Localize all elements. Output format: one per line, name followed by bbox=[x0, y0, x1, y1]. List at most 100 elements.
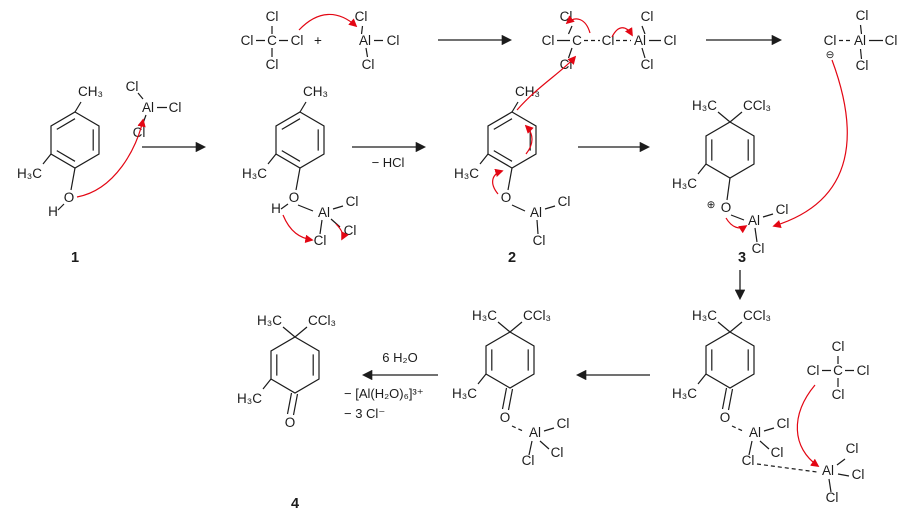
atom-label-cl: Cl bbox=[777, 416, 790, 431]
molecule-phenol-alcl3-adduct: CH₃ H₃C H O Al Cl Cl Cl bbox=[242, 84, 358, 248]
atom-label-al: Al bbox=[142, 100, 154, 115]
group-label-h3c: H₃C bbox=[237, 391, 262, 406]
bridging-interaction bbox=[756, 463, 818, 473]
atom-label-o: O bbox=[64, 190, 75, 205]
group-label-ch3: CH₃ bbox=[515, 84, 540, 99]
atom-label-cl: Cl bbox=[832, 387, 845, 402]
atom-label-cl: Cl bbox=[826, 490, 839, 505]
atom-label-al: Al bbox=[748, 213, 760, 228]
group-label-h3c: H₃C bbox=[692, 308, 717, 323]
atom-label-cl: Cl bbox=[832, 339, 845, 354]
dative-bond-o-al bbox=[511, 425, 524, 432]
atom-label-o: O bbox=[720, 410, 731, 425]
atom-label-cl: Cl bbox=[557, 416, 570, 431]
molecule-ccl3-cl-alcl3-complex: Cl Cl C Cl Cl Al Cl Cl Cl bbox=[542, 9, 677, 72]
atom-label-cl: Cl bbox=[542, 33, 555, 48]
molecule-alcl4-anion: Cl Cl ⊖ Al Cl Cl bbox=[824, 8, 898, 73]
compound-number-4: 4 bbox=[291, 496, 299, 512]
atom-label-o: O bbox=[289, 190, 300, 205]
group-label-h3c: H₃C bbox=[672, 176, 697, 191]
atom-label-cl: Cl bbox=[387, 33, 400, 48]
atom-label-o: O bbox=[285, 415, 296, 430]
atom-label-h: H bbox=[48, 204, 58, 219]
group-label-h3c: H₃C bbox=[454, 166, 479, 181]
atom-label-cl: Cl bbox=[266, 9, 279, 24]
molecule-dienone-complex-cycle: H₃C CCl₃ H₃C O Al Cl Cl Cl bbox=[672, 308, 789, 468]
condition-minus-al-complex: − [Al(H₂O)₆]³⁺ bbox=[344, 386, 424, 401]
group-label-h3c: H₃C bbox=[242, 166, 267, 181]
atom-label-cl: Cl bbox=[807, 363, 820, 378]
atom-label-cl: Cl bbox=[846, 441, 859, 456]
group-label-ch3: CH₃ bbox=[303, 84, 328, 99]
curved-arrow-h-to-cl bbox=[282, 214, 314, 244]
atom-label-cl: Cl bbox=[664, 33, 677, 48]
atom-label-cl: Cl bbox=[533, 233, 546, 248]
curved-arrow-o-lone-pair bbox=[492, 168, 504, 195]
molecule-compound-1: CH₃ H₃C O H Al Cl Cl Cl bbox=[17, 79, 181, 219]
atom-label-al: Al bbox=[749, 425, 761, 440]
molecule-compound-4: H₃C CCl₃ H₃C O bbox=[237, 313, 336, 430]
atom-label-c: C bbox=[572, 33, 582, 48]
ring-bonds bbox=[485, 331, 535, 389]
curved-arrow-ring bbox=[524, 124, 534, 155]
compound-number-1: 1 bbox=[71, 250, 79, 266]
curved-arrow-c-cl-cleavage bbox=[565, 15, 591, 34]
atom-label-cl: Cl bbox=[362, 57, 375, 72]
curved-arrow-cl-to-al bbox=[611, 27, 633, 38]
molecule-dienone-alcl3-complex: H₃C CCl₃ H₃C O Al Cl Cl Cl bbox=[452, 308, 569, 468]
ring-bonds bbox=[487, 111, 537, 169]
ring-double-bonds bbox=[56, 118, 94, 162]
curved-arrow-alcl4-to-cation bbox=[772, 59, 848, 229]
molecule-alcl3-bottom: Al Cl Cl Cl bbox=[822, 441, 864, 505]
group-label-ccl3: CCl₃ bbox=[743, 308, 771, 323]
atom-label-cl: Cl bbox=[314, 233, 327, 248]
condition-water: 6 H₂O bbox=[382, 350, 417, 365]
atom-label-al: Al bbox=[854, 33, 866, 48]
substituent-bonds bbox=[262, 326, 308, 416]
group-label-h3c: H₃C bbox=[692, 98, 717, 113]
atom-label-h: H bbox=[271, 201, 281, 216]
bonds bbox=[822, 356, 854, 387]
ring-bonds bbox=[270, 336, 320, 394]
atom-label-c: C bbox=[833, 363, 843, 378]
curved-arrow-ccl4-to-alcl3 bbox=[796, 384, 820, 467]
ring-double-bonds bbox=[491, 349, 529, 371]
atom-label-cl: Cl bbox=[857, 363, 870, 378]
curved-arrow-o-to-al bbox=[76, 118, 146, 198]
group-label-ccl3: CCl₃ bbox=[743, 98, 771, 113]
atom-label-al: Al bbox=[529, 425, 541, 440]
ring-double-bonds bbox=[711, 139, 749, 161]
atom-label-cl: Cl bbox=[558, 194, 571, 209]
atom-label-cl: Cl bbox=[266, 57, 279, 72]
atom-label-cl: Cl bbox=[752, 241, 765, 256]
atom-label-cl: Cl bbox=[856, 8, 869, 23]
atom-label-o: O bbox=[721, 200, 732, 215]
atom-label-al: Al bbox=[634, 33, 646, 48]
atom-label-al: Al bbox=[530, 205, 542, 220]
dative-bond-o-al bbox=[731, 425, 744, 432]
atom-label-cl: Cl bbox=[824, 33, 837, 48]
group-label-h3c: H₃C bbox=[452, 386, 477, 401]
atom-label-cl-bridging: Cl bbox=[602, 33, 615, 48]
atom-label-o: O bbox=[500, 410, 511, 425]
curved-arrow-al-cl bbox=[335, 223, 349, 241]
atom-label-cl: Cl bbox=[241, 33, 254, 48]
atom-label-al: Al bbox=[359, 33, 371, 48]
bonds bbox=[360, 25, 383, 58]
atom-label-cl: Cl bbox=[885, 33, 898, 48]
atom-label-cl: Cl bbox=[560, 9, 573, 24]
group-label-h3c: H₃C bbox=[257, 313, 282, 328]
substituent-bonds bbox=[477, 321, 555, 456]
atom-label-cl: Cl bbox=[852, 467, 865, 482]
atom-label-cl: Cl bbox=[551, 445, 564, 460]
plus-charge-icon: ⊕ bbox=[707, 199, 716, 211]
group-label-h3c: H₃C bbox=[672, 386, 697, 401]
bonds bbox=[828, 458, 850, 493]
atom-label-cl: Cl bbox=[344, 223, 357, 238]
minus-charge-icon: ⊖ bbox=[826, 49, 835, 61]
atom-label-cl: Cl bbox=[641, 57, 654, 72]
atom-label-cl: Cl bbox=[355, 9, 368, 24]
substituent-bonds bbox=[42, 101, 82, 211]
